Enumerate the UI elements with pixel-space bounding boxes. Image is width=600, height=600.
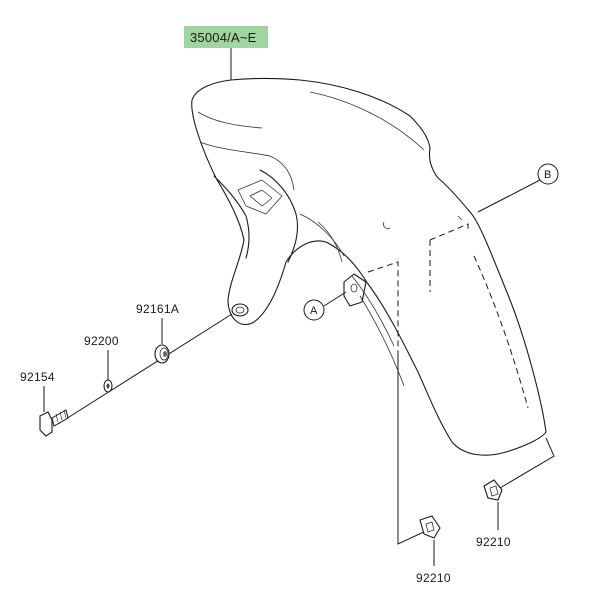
- ref-b-circle: [537, 163, 559, 185]
- ref-b-label[interactable]: B: [544, 169, 551, 181]
- main-part-number[interactable]: 35004/A~E: [190, 30, 257, 45]
- part-92161a-label[interactable]: 92161A: [136, 302, 179, 316]
- clip-nut-right: [483, 479, 503, 501]
- part-92200-label[interactable]: 92200: [84, 334, 119, 348]
- part-92154-label[interactable]: 92154: [20, 370, 55, 384]
- ref-b-leader: [477, 179, 541, 213]
- bolt-92154: [39, 409, 69, 437]
- part-92210-bottom-label[interactable]: 92210: [416, 571, 451, 585]
- grommet-92161a: [154, 344, 170, 364]
- ref-a-label[interactable]: A: [310, 305, 318, 317]
- hidden-line-left: [367, 261, 399, 354]
- main-part-highlight: [184, 26, 268, 48]
- hidden-line-right: [429, 223, 529, 409]
- part-92210-right-label[interactable]: 92210: [476, 535, 511, 549]
- front-fender: [191, 77, 547, 456]
- washer-92200: [103, 379, 113, 393]
- clip-leader-right: [499, 437, 555, 489]
- fastener-axis-line: [57, 313, 233, 425]
- ref-a-leader: [323, 291, 347, 307]
- ref-a-circle: [303, 299, 325, 321]
- clip-nut-bottom: [419, 515, 441, 539]
- clip-leader-bottom: [397, 354, 429, 545]
